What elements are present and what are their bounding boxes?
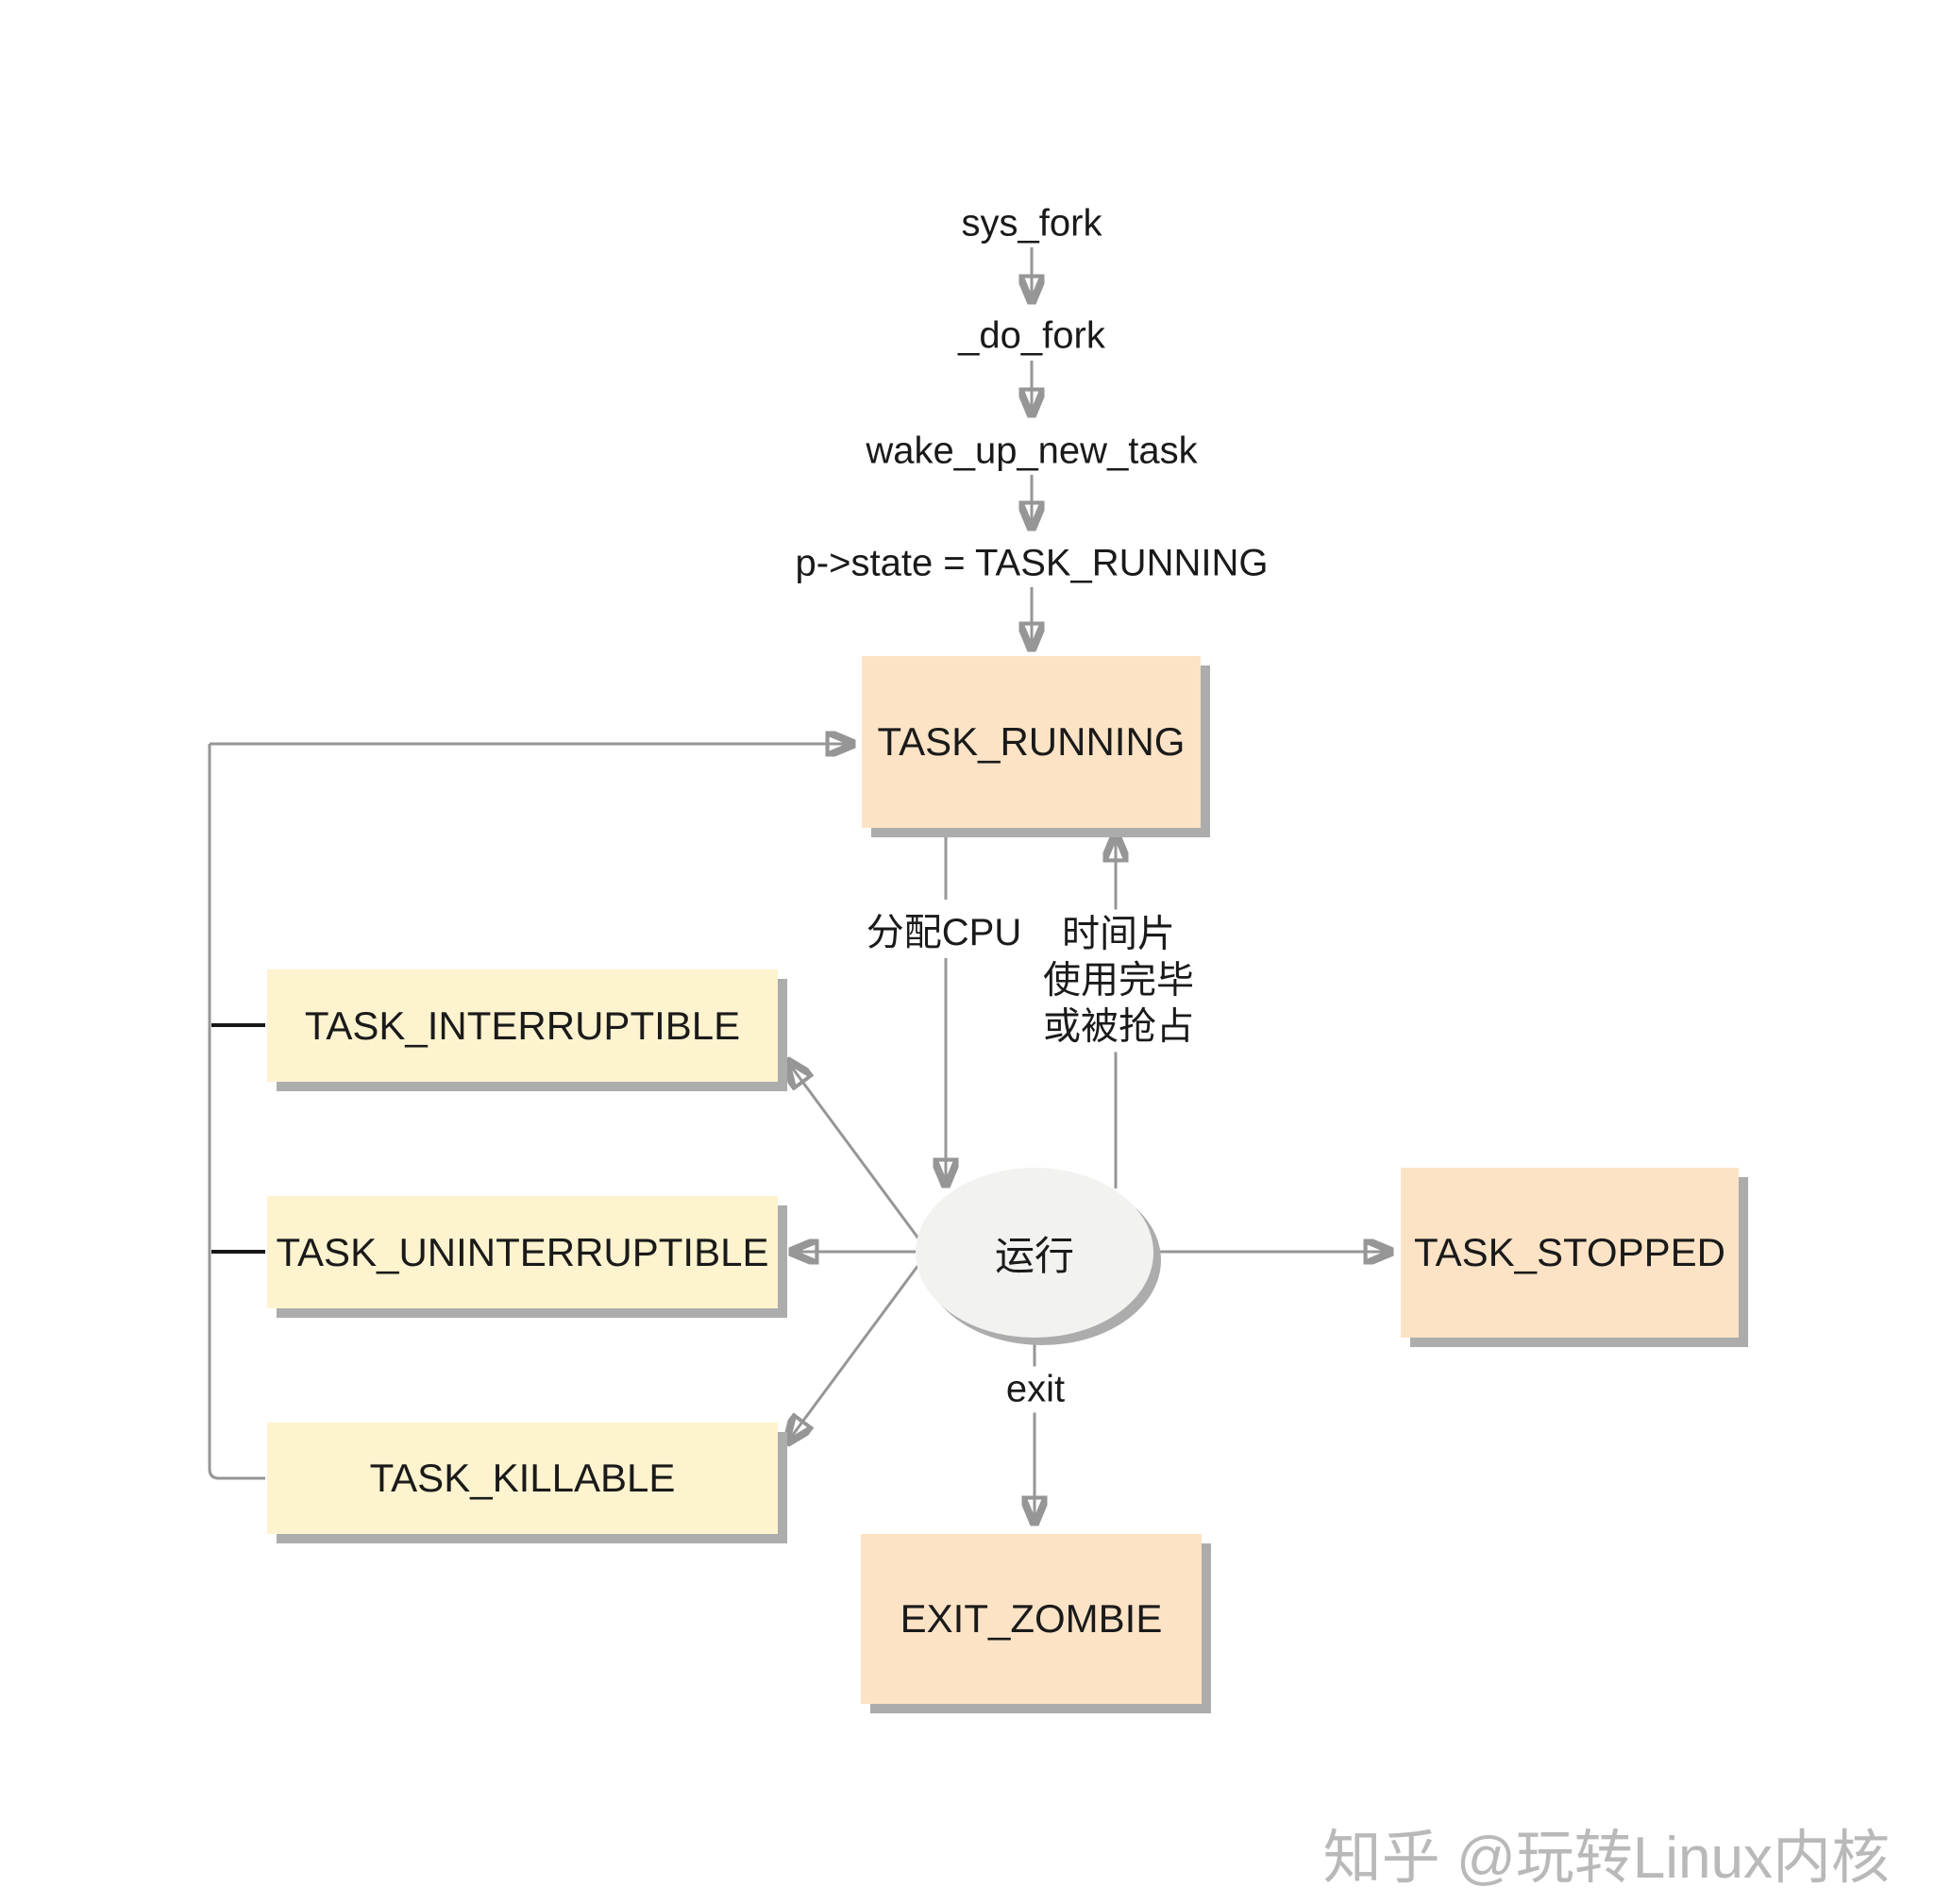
wake-rail [208,744,265,1480]
edge-label-exit: exit [998,1366,1073,1413]
edge-label-timeslice-line1: 时间片 [1062,913,1175,955]
edge-running-to-interruptible [787,1061,923,1243]
node-task-running-label: TASK_RUNNING [877,719,1186,764]
flow-step-sys-fork: sys_fork [955,201,1108,246]
node-task-killable: TASK_KILLABLE [267,1423,778,1534]
node-exit-zombie: EXIT_ZOMBIE [861,1534,1202,1704]
node-running-label: 运行 [994,1233,1074,1278]
node-task-stopped-label: TASK_STOPPED [1414,1230,1725,1274]
node-exit-zombie-label: EXIT_ZOMBIE [900,1596,1163,1641]
node-running-ellipse: 运行 [916,1168,1153,1338]
edge-label-allocate-cpu: 分配CPU [858,900,1030,958]
node-task-running: TASK_RUNNING [862,656,1201,828]
flow-step-do-fork: _do_fork [952,313,1111,359]
edge-label-timeslice: 时间片 使用完毕 或被抢占 [1035,909,1202,1053]
watermark: 知乎 @玩转Linux内核 [1322,1826,1890,1891]
flow-step-wake-up-new-task: wake_up_new_task [860,429,1203,474]
node-task-uninterruptible: TASK_UNINTERRUPTIBLE [267,1196,778,1308]
node-task-killable-label: TASK_KILLABLE [369,1456,676,1500]
node-task-uninterruptible-label: TASK_UNINTERRUPTIBLE [276,1229,769,1274]
node-task-interruptible-label: TASK_INTERRUPTIBLE [304,1003,741,1048]
flow-step-pstate-task-running: p->state = TASK_RUNNING [789,541,1274,586]
edge-label-timeslice-line3: 或被抢占 [1043,1005,1194,1048]
node-task-interruptible: TASK_INTERRUPTIBLE [267,969,778,1082]
edge-running-to-killable [787,1260,923,1442]
node-task-stopped: TASK_STOPPED [1401,1168,1739,1338]
edge-label-timeslice-line2: 使用完毕 [1043,959,1194,1002]
